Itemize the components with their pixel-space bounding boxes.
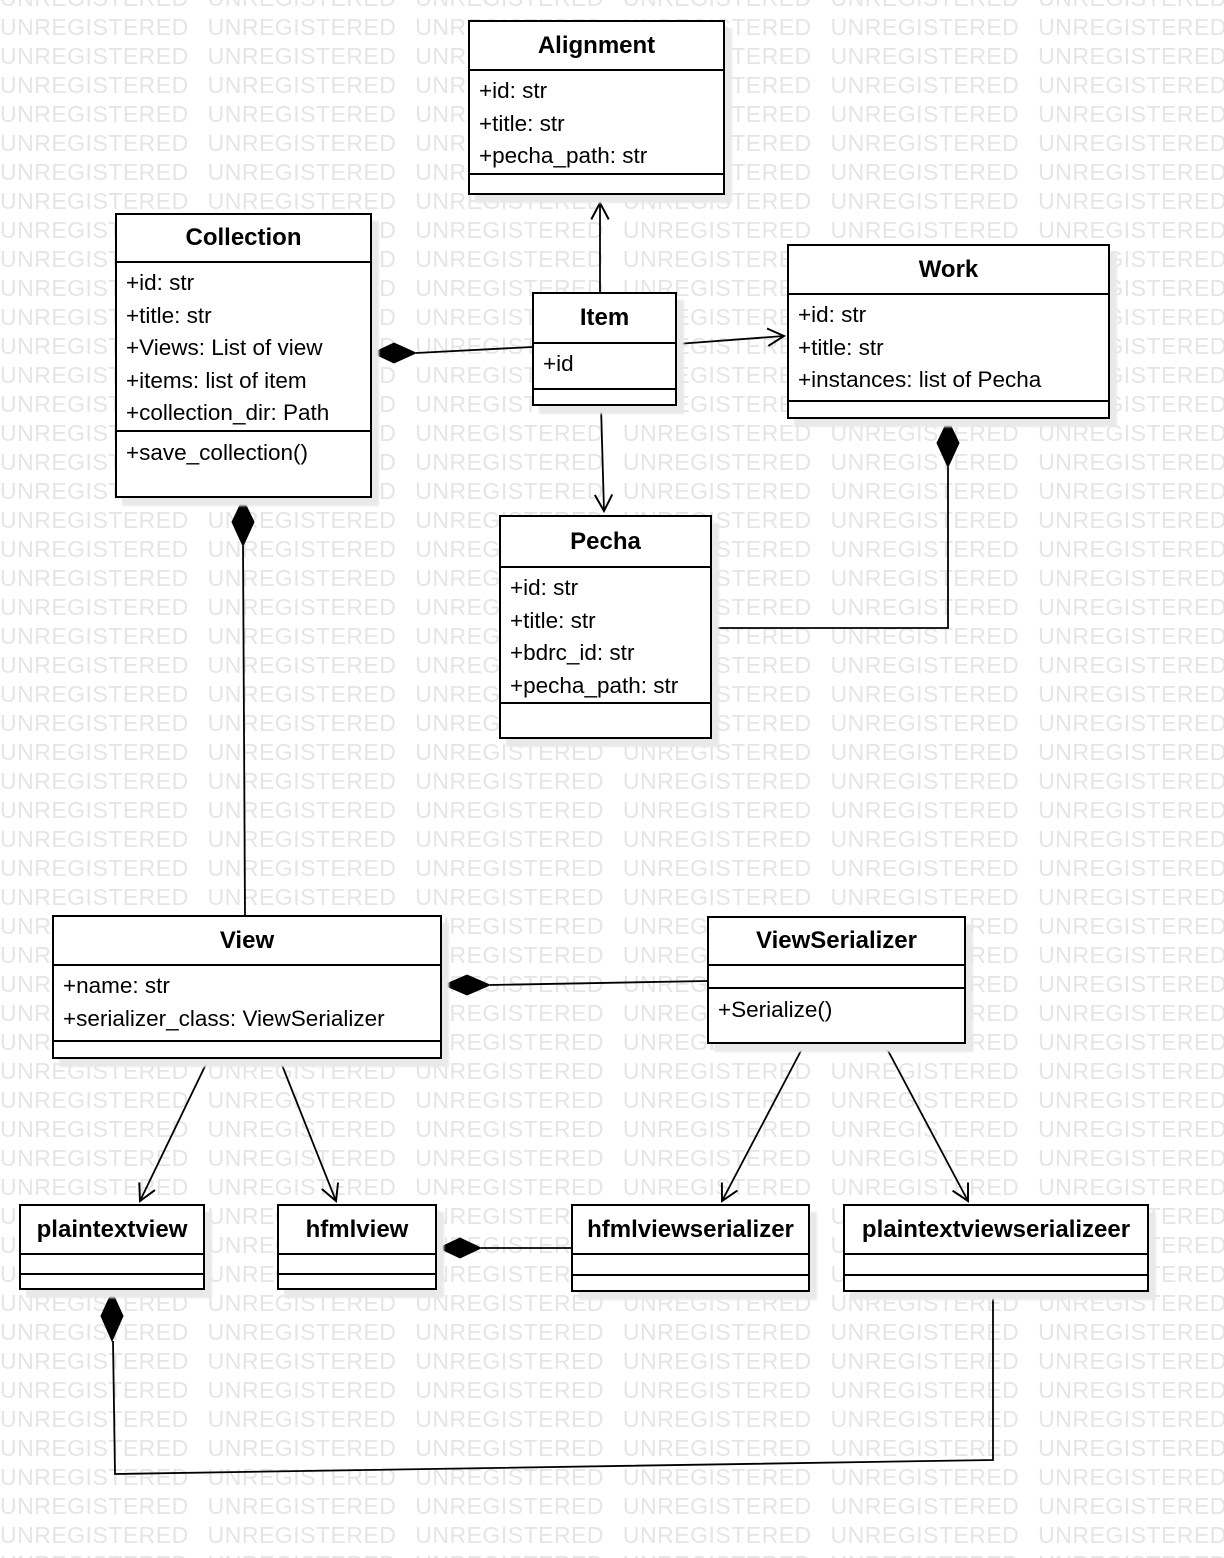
edge-collection-item-composition	[371, 342, 533, 364]
class-work[interactable]: Work +id: str +title: str +instances: list…	[787, 244, 1110, 419]
watermark-text: UNREGISTERED UNREGISTERED UNREGISTERED U…	[0, 826, 1224, 852]
class-methods	[789, 400, 1108, 417]
watermark-text: UNREGISTERED UNREGISTERED UNREGISTERED U…	[0, 1290, 1224, 1316]
class-title: ViewSerializer	[709, 918, 964, 966]
class-title: View	[54, 917, 440, 966]
edge-view-viewserializer-composition	[442, 974, 708, 996]
class-title: Pecha	[501, 517, 710, 568]
watermark-text: UNREGISTERED UNREGISTERED UNREGISTERED U…	[0, 884, 1224, 910]
class-plaintextviewserializeer[interactable]: plaintextviewserializeer	[843, 1204, 1149, 1292]
class-member: +id: str	[510, 575, 579, 600]
watermark-text: UNREGISTERED UNREGISTERED UNREGISTERED U…	[0, 0, 1224, 13]
class-attributes	[279, 1255, 435, 1273]
class-methods	[21, 1273, 203, 1288]
edge-item-pecha	[593, 405, 614, 514]
watermark-text: UNREGISTERED UNREGISTERED UNREGISTERED U…	[0, 855, 1224, 881]
watermark-text: UNREGISTERED UNREGISTERED UNREGISTERED U…	[0, 1377, 1224, 1403]
class-member: +items: list of item	[126, 367, 307, 393]
edge-plaintextview-plaintextviewserializeer-composition	[100, 1290, 994, 1475]
watermark-text: UNREGISTERED UNREGISTERED UNREGISTERED U…	[0, 1435, 1224, 1461]
edge-viewserializer-plaintextviewserializeer	[884, 1044, 970, 1203]
class-title: hfmlviewserializer	[573, 1206, 808, 1255]
class-member: +pecha_path: str	[479, 143, 648, 168]
class-view[interactable]: View +name: str +serializer_class: ViewSe…	[52, 915, 442, 1059]
class-attributes: +id: str +title: str +bdrc_id: str +pecha_p…	[501, 568, 710, 702]
class-member: +Serialize()	[718, 997, 833, 1022]
class-methods	[534, 388, 675, 404]
class-member: +name: str	[63, 973, 170, 998]
class-member: +id: str	[798, 302, 867, 327]
class-methods	[279, 1273, 435, 1288]
class-attributes	[21, 1255, 203, 1273]
class-alignment[interactable]: Alignment +id: str +title: str +pecha_path…	[468, 20, 725, 195]
class-plaintextview[interactable]: plaintextview	[19, 1204, 205, 1290]
watermark-text: UNREGISTERED UNREGISTERED UNREGISTERED U…	[0, 1319, 1224, 1345]
class-title: plaintextview	[21, 1206, 203, 1255]
class-attributes: +id: str +title: str +instances: list of P…	[789, 295, 1108, 400]
class-attributes: +id: str +title: str +Views: List of view +…	[117, 263, 370, 430]
edge-work-pecha-composition	[712, 418, 960, 629]
edge-hfmlview-hfmlviewserializer-composition	[437, 1237, 571, 1259]
class-member: +Views: List of view	[126, 335, 323, 360]
class-member: +id: str	[126, 270, 195, 295]
class-member: +pecha_path: str	[510, 672, 679, 698]
class-attributes	[845, 1255, 1147, 1274]
class-attributes: +id	[534, 344, 675, 388]
watermark-text: UNREGISTERED UNREGISTERED UNREGISTERED U…	[0, 797, 1224, 823]
class-pecha[interactable]: Pecha +id: str +title: str +bdrc_id: str +p…	[499, 515, 712, 739]
class-attributes	[709, 966, 964, 987]
class-member: +bdrc_id: str	[510, 640, 635, 665]
class-member: +title: str	[798, 334, 884, 360]
watermark-text: UNREGISTERED UNREGISTERED UNREGISTERED U…	[0, 1087, 1224, 1113]
class-member: +id	[543, 351, 574, 376]
class-methods	[501, 702, 710, 737]
class-member: +save_collection()	[126, 440, 308, 465]
class-member: +collection_dir: Path	[126, 400, 330, 425]
class-title: hfmlview	[279, 1206, 435, 1255]
watermark-text: UNREGISTERED UNREGISTERED UNREGISTERED U…	[0, 1058, 1224, 1084]
class-methods: +save_collection()	[117, 430, 370, 496]
edge-item-work	[676, 327, 787, 347]
watermark-text: UNREGISTERED UNREGISTERED UNREGISTERED U…	[0, 1493, 1224, 1519]
class-hfmlview[interactable]: hfmlview	[277, 1204, 437, 1290]
class-viewserializer[interactable]: ViewSerializer +Serialize()	[707, 916, 966, 1044]
class-attributes	[573, 1255, 808, 1274]
class-methods	[845, 1274, 1147, 1290]
class-methods: +Serialize()	[709, 987, 964, 1042]
class-title: Alignment	[470, 22, 723, 71]
watermark-text: UNREGISTERED UNREGISTERED UNREGISTERED U…	[0, 1550, 1224, 1558]
watermark-text: UNREGISTERED UNREGISTERED UNREGISTERED U…	[0, 1174, 1224, 1200]
class-title: Item	[534, 294, 675, 344]
watermark-text: UNREGISTERED UNREGISTERED UNREGISTERED U…	[0, 1348, 1224, 1374]
class-title: Collection	[117, 215, 370, 263]
class-member: +title: str	[510, 607, 596, 633]
watermark-text: UNREGISTERED UNREGISTERED UNREGISTERED U…	[0, 1116, 1224, 1142]
class-member: +title: str	[126, 302, 212, 328]
class-member: +serializer_class: ViewSerializer	[63, 1005, 385, 1031]
edge-view-plaintextview	[138, 1059, 209, 1203]
class-title: Work	[789, 246, 1108, 295]
class-methods	[54, 1040, 440, 1057]
edge-view-hfmlview	[279, 1059, 340, 1203]
watermark-text: UNREGISTERED UNREGISTERED UNREGISTERED U…	[0, 768, 1224, 794]
watermark-text: UNREGISTERED UNREGISTERED UNREGISTERED U…	[0, 739, 1224, 765]
class-member: +id: str	[479, 78, 548, 103]
class-collection[interactable]: Collection +id: str +title: str +Views: Li…	[115, 213, 372, 498]
class-methods	[470, 173, 723, 193]
class-title: plaintextviewserializeer	[845, 1206, 1147, 1255]
class-item[interactable]: Item +id	[532, 292, 677, 406]
watermark-text: UNREGISTERED UNREGISTERED UNREGISTERED U…	[0, 1406, 1224, 1432]
class-hfmlviewserializer[interactable]: hfmlviewserializer	[571, 1204, 810, 1292]
class-member: +instances: list of Pecha	[798, 367, 1042, 392]
watermark-text: UNREGISTERED UNREGISTERED UNREGISTERED U…	[0, 1464, 1224, 1490]
watermark-text: UNREGISTERED UNREGISTERED UNREGISTERED U…	[0, 1145, 1224, 1171]
edge-viewserializer-hfmlviewserializer	[720, 1044, 805, 1203]
class-attributes: +name: str +serializer_class: ViewSeriali…	[54, 966, 440, 1040]
edge-collection-view-composition	[231, 497, 255, 916]
class-member: +title: str	[479, 110, 565, 136]
class-attributes: +id: str +title: str +pecha_path: str	[470, 71, 723, 173]
class-methods	[573, 1274, 808, 1290]
watermark-text: UNREGISTERED UNREGISTERED UNREGISTERED U…	[0, 1522, 1224, 1548]
